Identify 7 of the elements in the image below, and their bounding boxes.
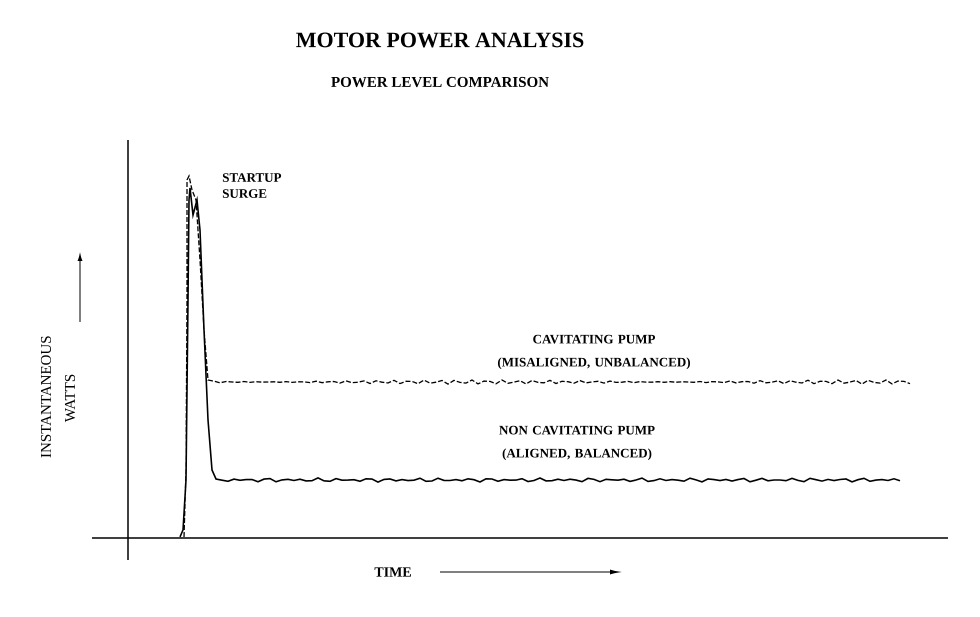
axis-label: INSTANTANEOUS WATTS [40, 336, 76, 458]
chart-subtitle: POWER LEVEL COMPARISON [331, 76, 549, 88]
chart-title: MOTOR POWER ANALYSIS [296, 32, 584, 48]
curve-label: STARTUP SURGE [222, 173, 282, 198]
curve-label: NON CAVITATING PUMP (ALIGNED, BALANCED) [499, 426, 655, 460]
axis-label: TIME [374, 567, 411, 577]
curve-label: CAVITATING PUMP (MISALIGNED, UNBALANCED) [498, 334, 690, 370]
